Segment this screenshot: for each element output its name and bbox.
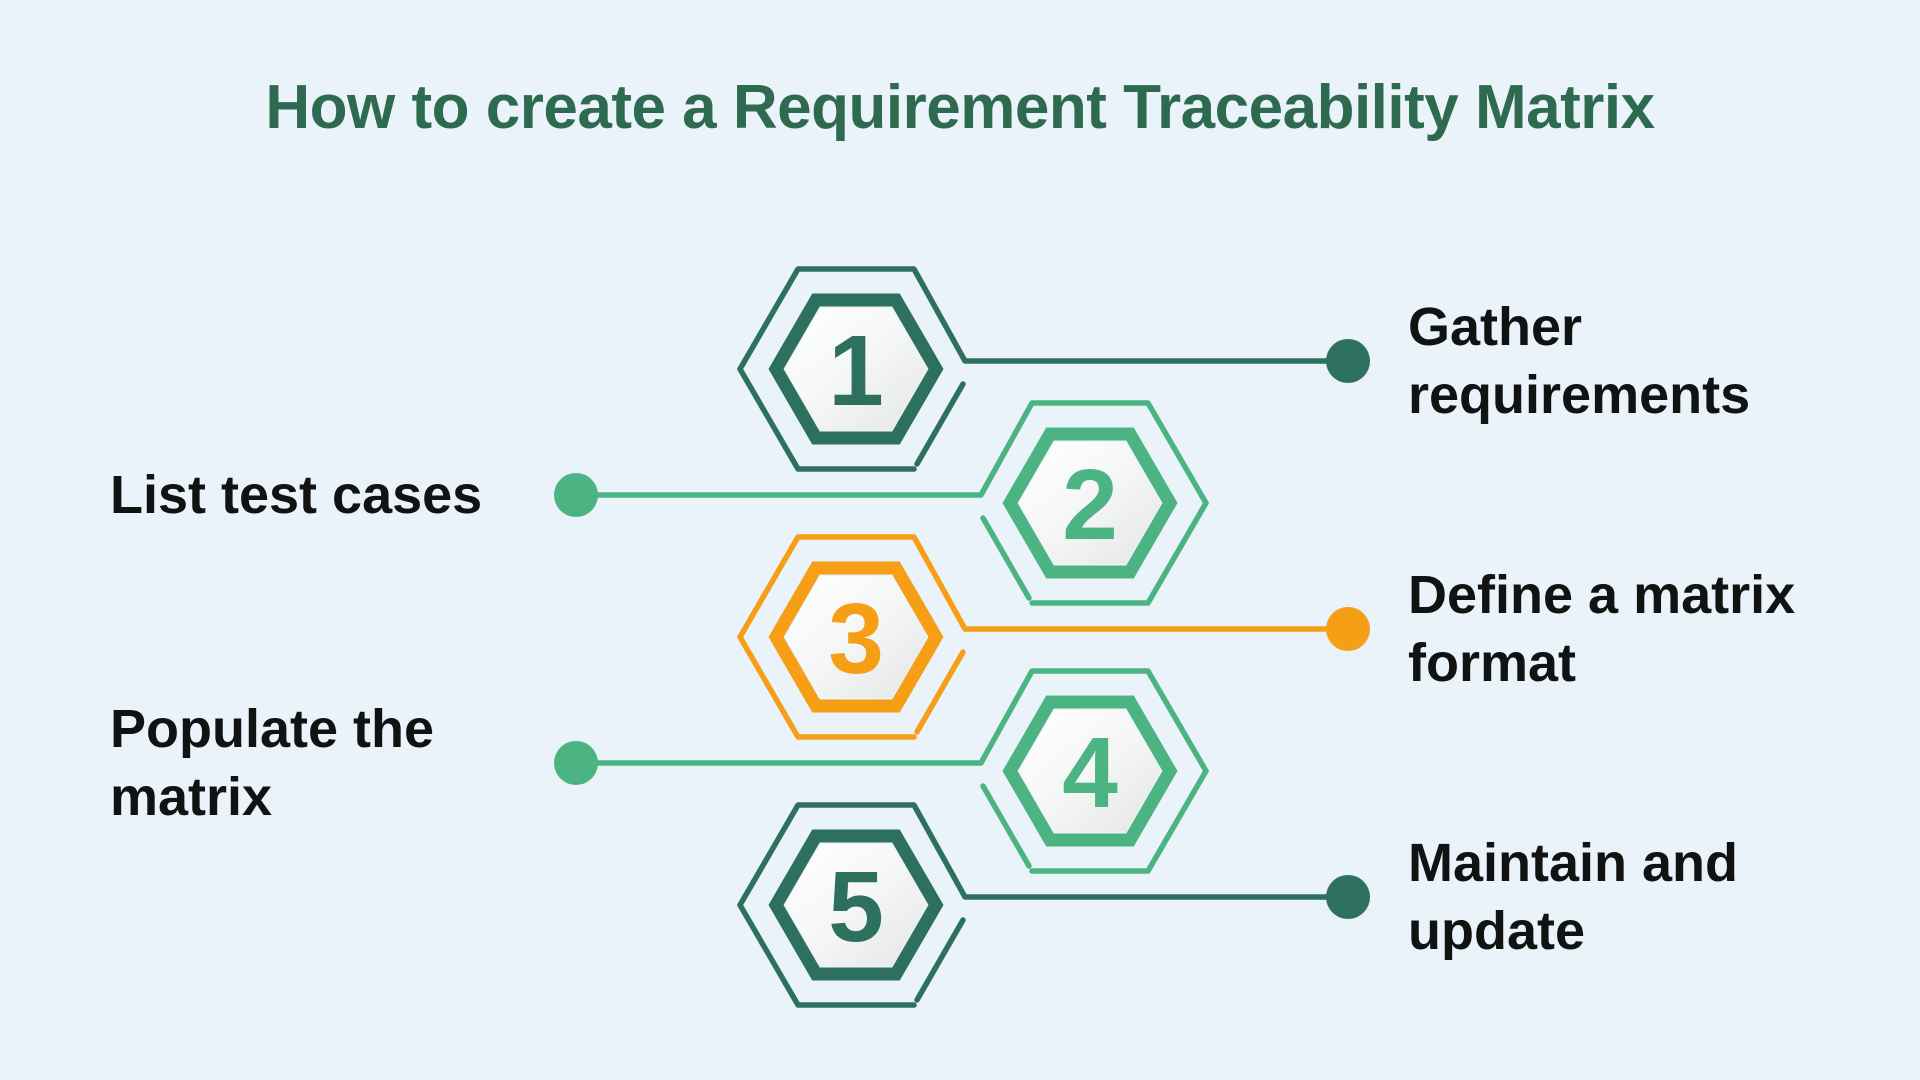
hexagon-fill bbox=[785, 308, 927, 430]
hexagon-step-2: 2 bbox=[554, 400, 1209, 606]
step-label-text: Gather requirements bbox=[1408, 297, 1751, 425]
hexagon-step-4: 4 bbox=[554, 668, 1209, 874]
connector-dot bbox=[1326, 875, 1370, 919]
hexagon-step-5: 5 bbox=[737, 802, 1370, 1008]
hexagon-outline-lower bbox=[737, 902, 917, 1008]
hexagon-fill bbox=[785, 844, 927, 966]
hexagon-outline-and-connector bbox=[737, 802, 1329, 908]
step-label-maintain-update: Maintain and update bbox=[1408, 827, 1878, 967]
hexagon-step-3: 3 bbox=[737, 534, 1370, 740]
hexagon-outline-lower bbox=[737, 366, 917, 472]
step-label-list-test-cases: List test cases bbox=[110, 460, 580, 530]
accent-stub bbox=[914, 381, 966, 467]
inner-hexagon-ring bbox=[768, 293, 944, 445]
hexagon-outline-and-connector bbox=[595, 668, 1209, 774]
accent-stub bbox=[980, 515, 1032, 601]
step-number: 2 bbox=[1062, 449, 1118, 561]
hexagon-fill bbox=[1019, 710, 1161, 832]
inner-hexagon-ring bbox=[768, 561, 944, 713]
inner-hexagon-ring bbox=[1002, 695, 1178, 847]
connector-dot bbox=[1326, 339, 1370, 383]
hexagon-fill bbox=[785, 576, 927, 698]
connector-dot bbox=[1326, 607, 1370, 651]
step-number: 4 bbox=[1062, 717, 1118, 829]
step-label-populate-matrix: Populate the matrix bbox=[110, 693, 580, 833]
hexagon-step-1: 1 bbox=[737, 266, 1370, 472]
hexagon-outline-lower bbox=[1029, 500, 1209, 606]
step-label-text: Populate the matrix bbox=[110, 699, 435, 827]
step-number: 3 bbox=[828, 583, 884, 695]
step-number: 5 bbox=[828, 851, 884, 963]
inner-hexagon-ring bbox=[768, 829, 944, 981]
connector-dot bbox=[554, 473, 598, 517]
step-label-text: List test cases bbox=[110, 465, 483, 525]
step-number: 1 bbox=[828, 315, 884, 427]
step-label-text: Maintain and update bbox=[1408, 833, 1739, 961]
accent-stub bbox=[914, 649, 966, 735]
accent-stub bbox=[980, 783, 1032, 869]
hexagon-outline-and-connector bbox=[737, 534, 1329, 640]
hexagon-outline-and-connector bbox=[737, 266, 1329, 372]
hexagon-outline-lower bbox=[1029, 768, 1209, 874]
step-label-define-matrix-format: Define a matrix format bbox=[1408, 559, 1878, 699]
hexagon-fill bbox=[1019, 442, 1161, 564]
step-label-gather-requirements: Gather requirements bbox=[1408, 291, 1878, 431]
inner-hexagon-ring bbox=[1002, 427, 1178, 579]
connector-dot bbox=[554, 741, 598, 785]
hexagon-outline-lower bbox=[737, 634, 917, 740]
hexagon-outline-and-connector bbox=[595, 400, 1209, 506]
page-title: How to create a Requirement Traceability… bbox=[265, 73, 1655, 142]
step-label-text: Define a matrix format bbox=[1408, 565, 1796, 693]
accent-stub bbox=[914, 917, 966, 1003]
